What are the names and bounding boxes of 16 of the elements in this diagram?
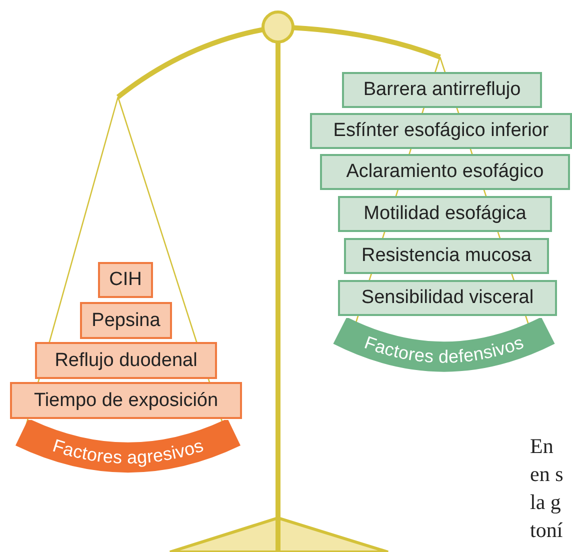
paragraph-fragment: En (530, 434, 554, 459)
curved-banner: Factores defensivos (326, 318, 562, 380)
factor-box: Motilidad esofágica (338, 196, 552, 232)
factor-box: Sensibilidad visceral (338, 280, 557, 316)
paragraph-fragment: la g (530, 490, 561, 515)
factor-box: Aclaramiento esofágico (320, 154, 570, 190)
factor-box: CIH (98, 262, 153, 298)
curved-banner: Factores agresivos (8, 420, 248, 480)
factor-box: Reflujo duodenal (35, 342, 217, 379)
paragraph-fragment: toní (530, 518, 563, 543)
factor-box: Resistencia mucosa (344, 238, 549, 274)
factor-box: Esfínter esofágico inferior (310, 113, 572, 149)
factor-box: Barrera antirreflujo (342, 72, 542, 108)
factor-box: Tiempo de exposición (10, 382, 242, 419)
factor-box: Pepsina (80, 302, 172, 339)
paragraph-fragment: en s (530, 462, 564, 487)
